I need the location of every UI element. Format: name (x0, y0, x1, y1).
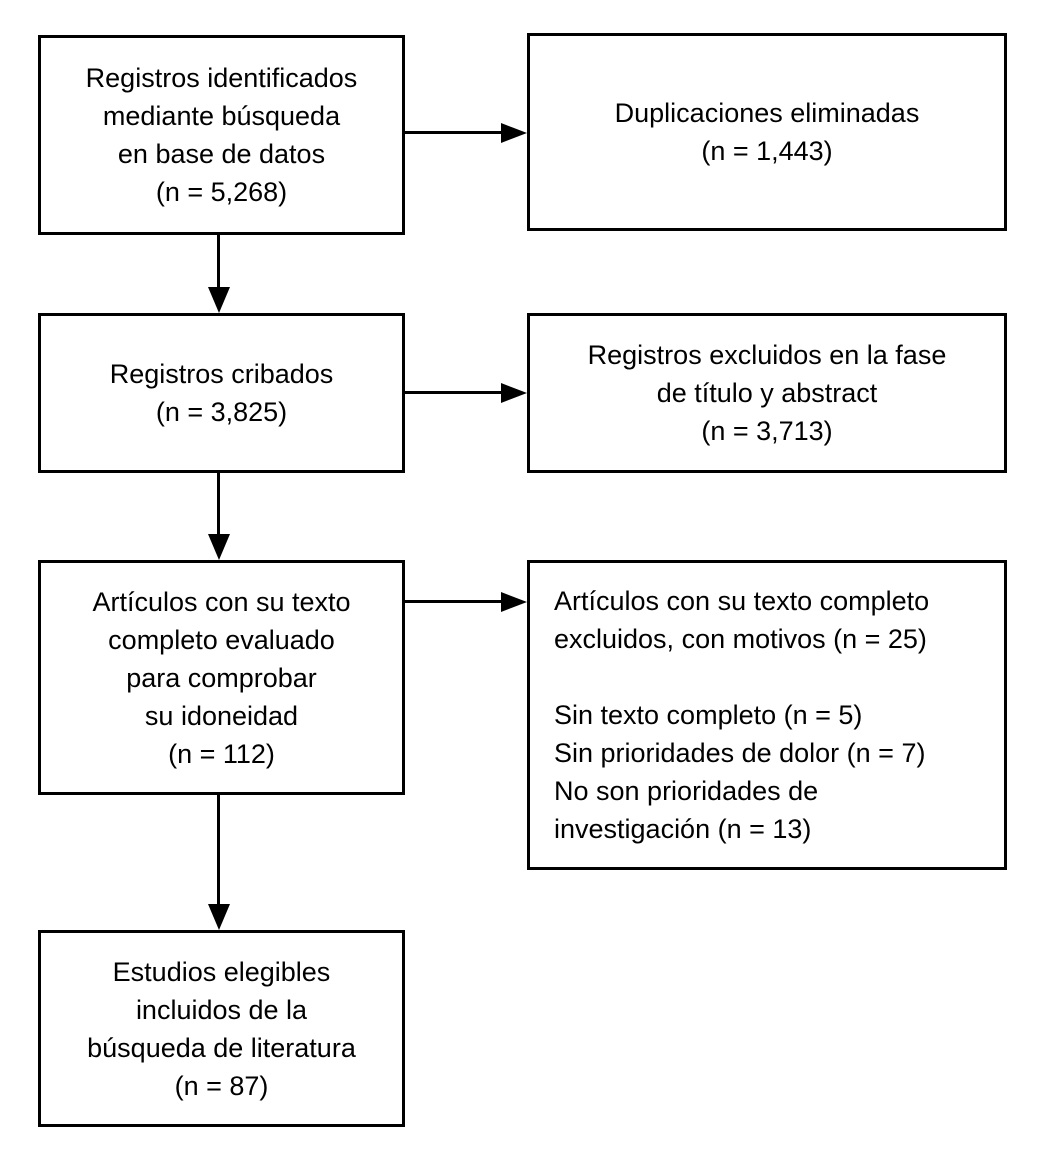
box-blank-line (554, 658, 992, 696)
box-count-line: (n = 3,825) (155, 397, 288, 427)
arrow-shaft (217, 473, 220, 534)
arrow-shaft (217, 795, 220, 904)
box-text-line: en base de datos (117, 139, 326, 169)
arrow-shaft (405, 600, 503, 603)
arrow-head-down-icon (208, 534, 230, 560)
arrow-head-down-icon (208, 904, 230, 930)
box-count-line: (n = 5,268) (155, 177, 288, 207)
box-records-excluded-title-abstract: Registros excluidos en la fase de título… (527, 313, 1007, 473)
arrow-identified-to-duplicates (405, 123, 527, 143)
arrow-shaft (405, 391, 503, 394)
box-text-line: Artículos con su texto completo (554, 586, 930, 616)
box-count-line: (n = 1,443) (701, 136, 833, 166)
box-count-line: (n = 112) (168, 738, 275, 769)
arrow-shaft (405, 131, 503, 134)
box-text-line: Registros cribados (109, 359, 334, 389)
arrow-identified-to-screened (208, 235, 230, 313)
box-text-line: Duplicaciones eliminadas (614, 98, 920, 128)
arrow-fulltext-to-excluded (405, 592, 527, 612)
box-fulltext-assessed: Artículos con su texto completo evaluado… (38, 560, 405, 795)
box-reason-line: No son prioridades de (554, 776, 819, 806)
box-text-line: incluidos de la (135, 994, 308, 1025)
box-text-line: Estudios elegibles (112, 956, 331, 987)
arrow-screened-to-fulltext (208, 473, 230, 560)
arrow-fulltext-to-included (208, 795, 230, 930)
arrow-head-right-icon (501, 123, 527, 143)
box-text-line: Artículos con su texto (92, 586, 351, 617)
arrow-screened-to-excluded (405, 383, 527, 403)
box-text-line: completo evaluado (108, 624, 335, 655)
box-reason-line: investigación (n = 13) (554, 814, 812, 844)
box-count-line: (n = 87) (174, 1070, 269, 1101)
arrow-head-right-icon (501, 592, 527, 612)
box-text-line: para comprobar (126, 662, 317, 693)
box-text-line: Registros excluidos en la fase (587, 340, 947, 370)
box-text-line: excluidos, con motivos (n = 25) (554, 624, 927, 654)
box-studies-included: Estudios elegibles incluidos de la búsqu… (38, 930, 405, 1127)
box-reason-line: Sin prioridades de dolor (n = 7) (554, 738, 926, 768)
box-records-identified: Registros identificados mediante búsqued… (38, 35, 405, 235)
box-text-line: búsqueda de literatura (87, 1032, 356, 1063)
box-text-line: de título y abstract (656, 378, 878, 408)
arrow-shaft (217, 235, 220, 287)
box-text-line: su idoneidad (144, 700, 299, 731)
arrow-head-right-icon (501, 383, 527, 403)
box-text-line: mediante búsqueda (102, 101, 341, 131)
box-count-line: (n = 3,713) (701, 416, 833, 446)
box-text-line: Registros identificados (85, 63, 358, 93)
box-records-screened: Registros cribados (n = 3,825) (38, 313, 405, 473)
box-reason-line: Sin texto completo (n = 5) (554, 700, 863, 730)
arrow-head-down-icon (208, 287, 230, 313)
box-duplicates-removed: Duplicaciones eliminadas (n = 1,443) (527, 33, 1007, 231)
box-fulltext-excluded: Artículos con su texto completo excluido… (527, 560, 1007, 870)
